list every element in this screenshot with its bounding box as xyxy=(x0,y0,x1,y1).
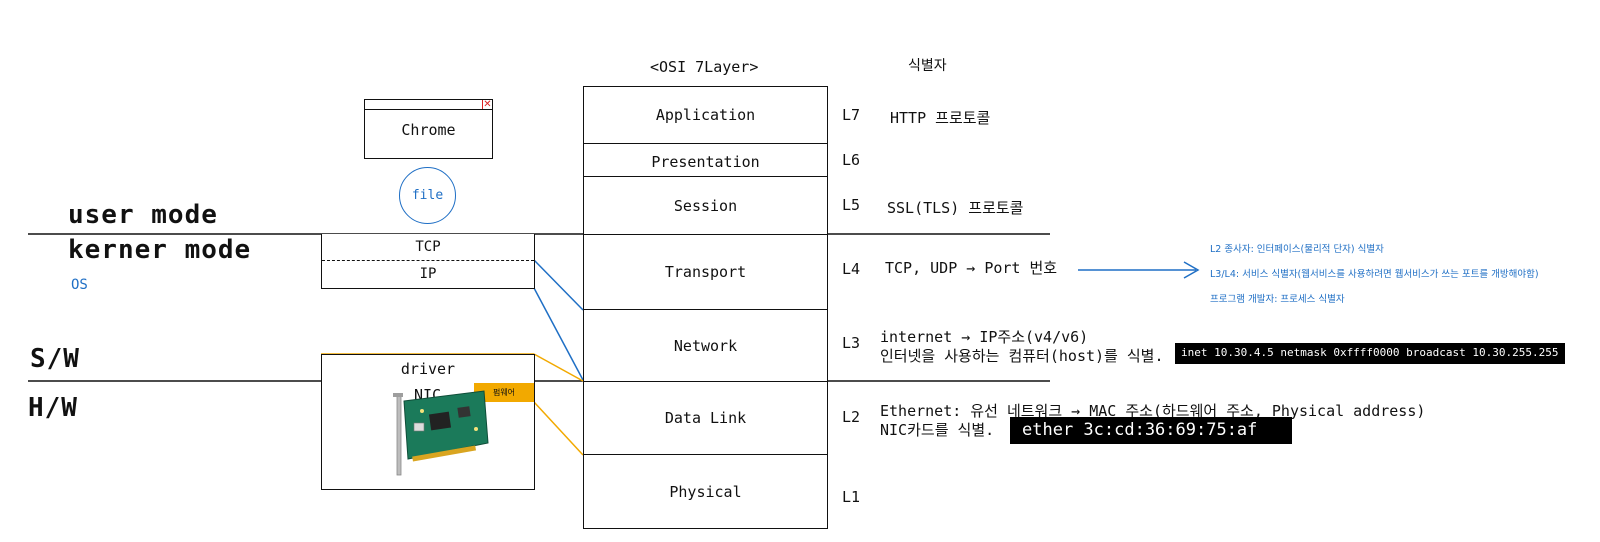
hw-label: H/W xyxy=(28,393,78,423)
chrome-window: ✕ Chrome xyxy=(364,99,493,159)
layer-session: Session xyxy=(583,176,828,235)
tcp-ip-box: TCP IP xyxy=(321,234,535,289)
layer-num-l7: L7 xyxy=(842,106,861,124)
terminal-ether-text: ether 3c:cd:36:69:75:af xyxy=(1022,420,1258,440)
layer-network: Network xyxy=(583,309,828,382)
note-l7: HTTP 프로토콜 xyxy=(890,109,991,127)
file-circle: file xyxy=(399,167,456,224)
note-l4: TCP, UDP → Port 번호 xyxy=(885,259,1058,277)
driver-box: driver xyxy=(321,354,535,382)
layer-transport: Transport xyxy=(583,234,828,310)
close-icon: ✕ xyxy=(482,99,492,110)
sw-label: S/W xyxy=(30,344,80,374)
layer-application-label: Application xyxy=(655,106,756,124)
ip-label: IP xyxy=(419,266,437,282)
layer-presentation: Presentation xyxy=(583,143,828,177)
layer-num-l1: L1 xyxy=(842,488,861,506)
file-label: file xyxy=(411,188,444,203)
terminal-ether: ether 3c:cd:36:69:75:af xyxy=(1010,417,1292,444)
layer-transport-label: Transport xyxy=(664,263,747,281)
kernel-mode-label: kerner mode xyxy=(68,235,252,265)
nic-box: NIC 펌웨어 xyxy=(321,381,535,490)
user-mode-label: user mode xyxy=(68,200,218,230)
layer-num-l2: L2 xyxy=(842,408,861,426)
layer-num-l3: L3 xyxy=(842,334,861,352)
layer-session-label: Session xyxy=(673,196,738,215)
identifier-item: 프로그램 개발자: 프로세스 식별자 xyxy=(1210,294,1345,305)
firmware-label: 펌웨어 xyxy=(492,388,516,397)
terminal-inet-text: inet 10.30.4.5 netmask 0xffff0000 broadc… xyxy=(1181,346,1559,359)
layer-physical-label: Physical xyxy=(669,482,742,501)
layer-num-l5: L5 xyxy=(842,196,861,214)
note-l2-line2: NIC카드를 식별. xyxy=(880,421,995,439)
identifier-item: L2 종사자: 인터페이스(물리적 단자) 식별자 xyxy=(1210,244,1384,255)
layer-datalink: Data Link xyxy=(583,381,828,455)
window-titlebar xyxy=(365,100,492,110)
layer-application: Application xyxy=(583,86,828,144)
firmware-badge: 펌웨어 xyxy=(474,383,534,402)
note-l3-line1: internet → IP주소(v4/v6) xyxy=(880,328,1089,346)
identifier-header: 식별자 xyxy=(908,58,947,74)
layer-network-label: Network xyxy=(673,336,738,355)
note-l3-line2: 인터넷을 사용하는 컴퓨터(host)를 식별. xyxy=(880,347,1164,365)
diagram-title: <OSI 7Layer> xyxy=(650,58,759,76)
note-l5: SSL(TLS) 프로토콜 xyxy=(887,199,1024,217)
layer-num-l4: L4 xyxy=(842,260,861,278)
terminal-inet: inet 10.30.4.5 netmask 0xffff0000 broadc… xyxy=(1175,343,1565,364)
chrome-label: Chrome xyxy=(401,121,456,139)
layer-presentation-label: Presentation xyxy=(651,153,760,171)
tcp-ip-divider xyxy=(322,260,534,261)
layer-num-l6: L6 xyxy=(842,151,861,169)
driver-label: driver xyxy=(400,360,456,378)
layer-datalink-label: Data Link xyxy=(664,409,747,427)
os-label: OS xyxy=(71,277,88,293)
tcp-label: TCP xyxy=(415,239,441,255)
identifier-item: L3/L4: 서비스 식별자(웹서비스를 사용하려면 웹서비스가 쓰는 포트를 … xyxy=(1210,269,1539,280)
layer-physical: Physical xyxy=(583,454,828,529)
note-l2-line1: Ethernet: 유선 네트워크 → MAC 주소(하드웨어 주소, Phys… xyxy=(880,402,1426,420)
nic-card-image xyxy=(393,390,489,476)
